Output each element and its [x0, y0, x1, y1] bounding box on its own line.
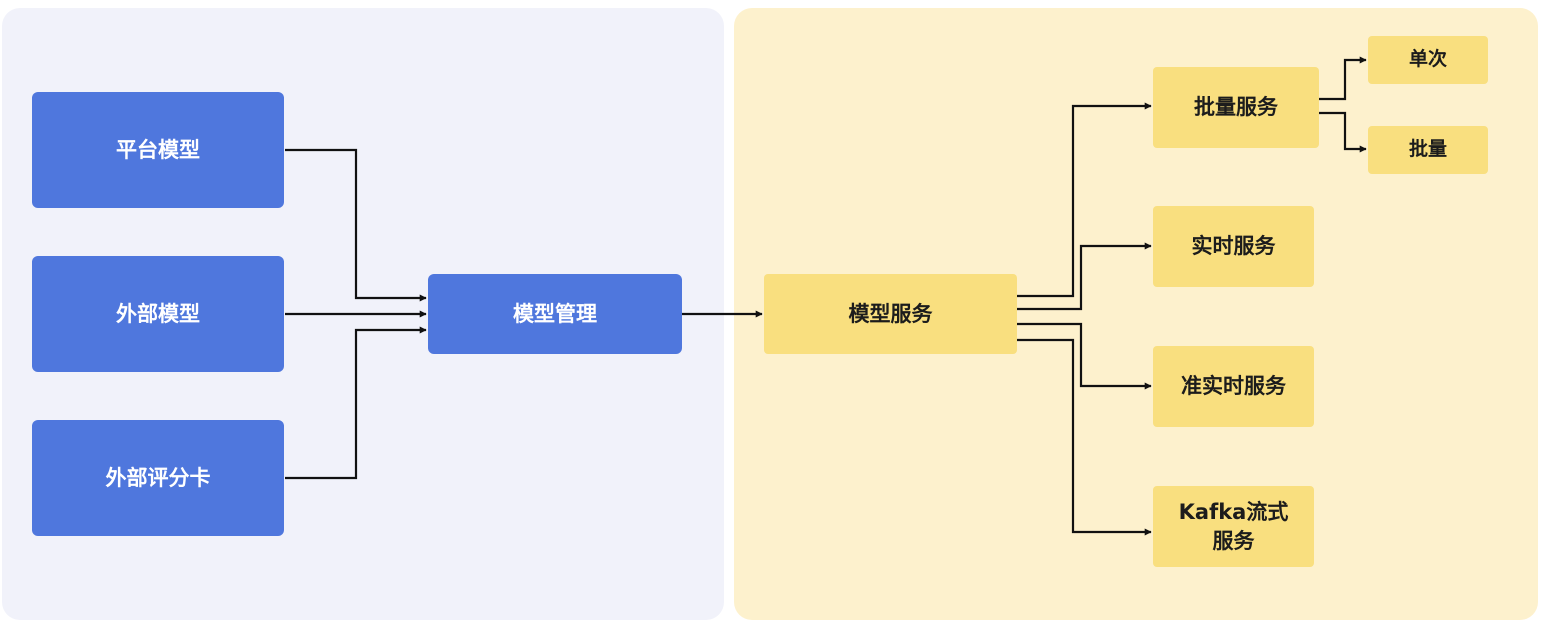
batch-service-label: 批量服务 [1194, 95, 1278, 120]
realtime-service-node: 实时服务 [1153, 206, 1314, 287]
bulk-mode-label: 批量 [1408, 138, 1447, 161]
external-model-label: 外部模型 [116, 301, 200, 326]
single-mode-node: 单次 [1368, 36, 1488, 84]
platform-model-label: 平台模型 [116, 137, 200, 162]
single-mode-label: 单次 [1408, 48, 1447, 71]
near-realtime-service-label: 准实时服务 [1181, 374, 1286, 399]
model-management-label: 模型管理 [513, 301, 597, 326]
external-model-node: 外部模型 [32, 256, 284, 372]
platform-model-node: 平台模型 [32, 92, 284, 208]
kafka-streaming-service-node: Kafka流式 服务 [1153, 486, 1314, 567]
model-service-label: 模型服务 [848, 301, 933, 326]
model-management-node: 模型管理 [428, 274, 682, 354]
model-service-node: 模型服务 [764, 274, 1017, 354]
batch-service-node: 批量服务 [1153, 67, 1319, 148]
external-scorecard-node: 外部评分卡 [32, 420, 284, 536]
kafka-service-label-line1: Kafka流式 [1178, 500, 1289, 525]
external-scorecard-label: 外部评分卡 [105, 465, 211, 490]
bulk-mode-node: 批量 [1368, 126, 1488, 174]
near-realtime-service-node: 准实时服务 [1153, 346, 1314, 427]
kafka-service-label-line2: 服务 [1212, 528, 1255, 553]
realtime-service-label: 实时服务 [1191, 234, 1276, 259]
